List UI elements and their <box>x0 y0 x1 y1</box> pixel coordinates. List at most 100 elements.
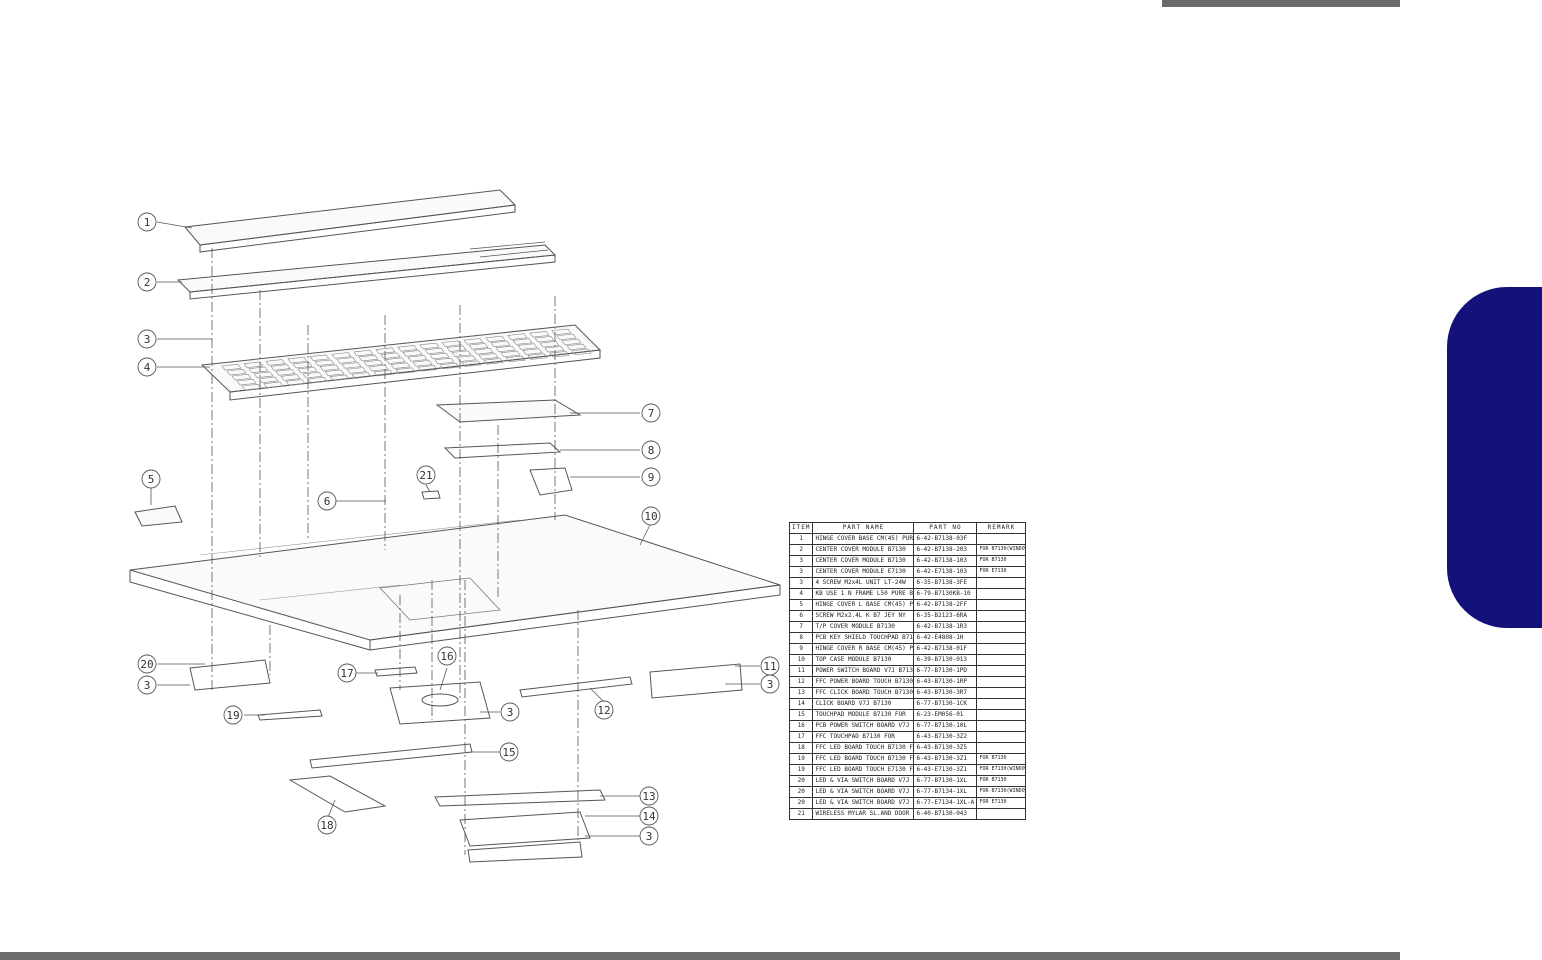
cell-part-no: 6-77-B7130-1XL <box>913 775 978 787</box>
table-row: 4KB USE 1 N FRAME L50 PURE B71306-79-B71… <box>788 588 1027 600</box>
cell-item: 20 <box>788 797 814 809</box>
cell-remark <box>976 731 1027 743</box>
cell-item: 10 <box>788 654 814 666</box>
keycap <box>571 348 592 356</box>
cell-remark <box>976 698 1027 710</box>
cell-part-name: CENTER COVER MODULE E7130 <box>812 566 915 578</box>
cell-item: 2 <box>788 544 814 556</box>
cell-part-name: POWER SWITCH BOARD V7J B7130 <box>812 665 915 677</box>
callout-label: 13 <box>642 790 655 803</box>
cell-item: 9 <box>788 643 814 655</box>
cell-remark <box>976 676 1027 688</box>
keycap <box>473 348 494 355</box>
callout-label: 3 <box>767 678 774 691</box>
keycap <box>297 366 318 374</box>
cell-part-name: CENTER COVER MODULE B7130 <box>812 544 915 556</box>
cell-part-no: 6-42-B7138-203 <box>913 544 978 556</box>
callout-label: 21 <box>419 469 432 482</box>
callout-label: 19 <box>226 709 239 722</box>
alignment-lines <box>211 248 579 855</box>
keycap <box>265 359 286 366</box>
keycap <box>441 340 462 347</box>
cell-part-name: LED & VIA SWITCH BOARD V7J B7130 <box>812 786 915 798</box>
callout-9: 9 <box>641 467 661 487</box>
cell-part-no: 6-23-EM056-01 <box>913 709 978 721</box>
cell-remark <box>976 643 1027 655</box>
cell-item: 6 <box>788 610 814 622</box>
cell-remark: FOR B7130 <box>976 753 1027 765</box>
cell-part-name: PCB KEY SHIELD TOUCHPAD B7130 FOR <box>812 632 915 644</box>
keycap <box>429 352 450 360</box>
keycap <box>419 342 440 350</box>
cell-item: 20 <box>788 775 814 787</box>
callout-7: 7 <box>641 403 661 423</box>
keycap <box>407 355 428 362</box>
keycap <box>346 367 367 374</box>
cell-part-no: 6-43-B7130-3R7 <box>913 687 978 699</box>
cell-part-name: HINGE COVER L BASE CM(45) PURE EP130 <box>812 599 915 611</box>
cell-part-no: 6-43-B7130-1RP <box>913 676 978 688</box>
keycap <box>353 349 374 357</box>
keycap <box>236 378 257 386</box>
cell-part-no: 6-35-B2123-6RA <box>913 610 978 622</box>
cell-part-name: 4 SCREW M2x4L UNIT LT-24W <box>812 577 915 589</box>
callout-3: 3 <box>500 702 520 722</box>
keycap <box>395 367 416 374</box>
cell-remark: FOR B7130 <box>976 775 1027 787</box>
cell-part-no: 6-43-B7130-3Z1 <box>913 753 978 765</box>
cell-remark <box>976 588 1027 600</box>
keycap <box>243 361 264 368</box>
cell-part-no: 6-35-B7138-3FE <box>913 577 978 589</box>
cell-remark: FOR E7130 <box>976 566 1027 578</box>
keycap <box>241 383 262 391</box>
callout-label: 20 <box>140 658 153 671</box>
part-center-cover <box>176 241 557 300</box>
cell-part-no: 6-42-B7138-01F <box>913 643 978 655</box>
chapter-tab <box>1447 287 1542 628</box>
callout-label: 6 <box>324 495 331 508</box>
cell-part-no: 6-43-B7130-3Z2 <box>913 731 978 743</box>
keycap <box>231 373 252 381</box>
keycap <box>226 368 247 376</box>
cell-part-name: T/P COVER MODULE B7130 <box>812 621 915 633</box>
callout-label: 12 <box>597 704 610 717</box>
part-wireless-mylar <box>421 490 441 500</box>
cell-item: 4 <box>788 588 814 600</box>
cell-part-name: CENTER COVER MODULE B7130 <box>812 555 915 567</box>
cell-part-no: 6-77-B7134-1XL <box>913 786 978 798</box>
cell-part-name: TOP CASE MODULE B7130 <box>812 654 915 666</box>
cell-item: 18 <box>788 742 814 754</box>
part-keyboard <box>200 324 602 401</box>
part-hinge-cover-r <box>529 467 573 496</box>
cell-part-no: 6-77-B7130-1PD <box>913 665 978 677</box>
cell-remark <box>976 533 1027 545</box>
cell-part-name: FFC CLICK BOARD TOUCH B7130 FOR <box>812 687 915 699</box>
cell-remark <box>976 687 1027 699</box>
callout-label: 7 <box>648 407 655 420</box>
keycap <box>461 360 482 367</box>
part-power-switch-board <box>389 681 491 725</box>
cell-item: 14 <box>788 698 814 710</box>
keycap <box>368 364 389 372</box>
callout-10: 10 <box>641 506 661 526</box>
keycap <box>314 359 335 366</box>
cell-part-no: 6-42-E4808-1H <box>913 632 978 644</box>
keycap <box>287 356 308 364</box>
callout-label: 11 <box>763 660 776 673</box>
part-hinge-cover-l <box>134 505 183 527</box>
leader-lines <box>150 221 760 837</box>
cell-item: 7 <box>788 621 814 633</box>
callout-label: 3 <box>507 706 514 719</box>
part-touchpad-shield <box>443 442 562 459</box>
cell-part-no: 6-79-B7130KB-10 <box>913 588 978 600</box>
keycap <box>270 364 291 371</box>
